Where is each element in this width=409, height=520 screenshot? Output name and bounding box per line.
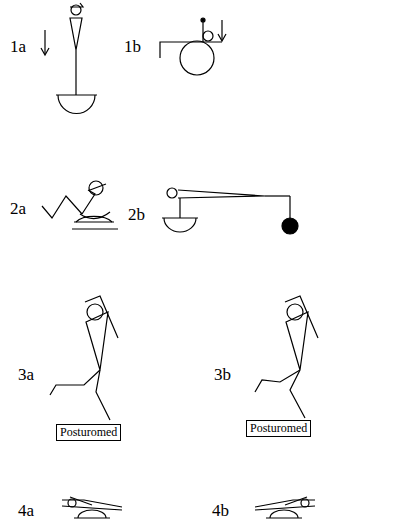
figure-number: 4a bbox=[18, 502, 34, 519]
figure-1b bbox=[160, 18, 226, 75]
figure-1a bbox=[41, 3, 97, 114]
figure-number: 1a bbox=[10, 38, 26, 55]
figure-number: 3b bbox=[214, 366, 231, 383]
figure-4b bbox=[255, 497, 315, 518]
device-name: Posturomed bbox=[250, 421, 307, 435]
figure-number: 2a bbox=[10, 200, 26, 217]
figure-2a bbox=[42, 181, 118, 229]
device-label-box: Posturomed bbox=[246, 420, 311, 437]
figure-number: 4b bbox=[212, 502, 229, 519]
figure-number: 2b bbox=[128, 206, 145, 223]
figure-2b bbox=[162, 188, 298, 234]
figure-3a bbox=[50, 296, 118, 420]
figure-3b bbox=[255, 296, 318, 418]
device-label-box: Posturomed bbox=[56, 424, 121, 441]
device-name: Posturomed bbox=[60, 425, 117, 439]
figure-4a bbox=[62, 497, 122, 518]
figure-number: 3a bbox=[18, 366, 34, 383]
figure-number: 1b bbox=[124, 38, 141, 55]
